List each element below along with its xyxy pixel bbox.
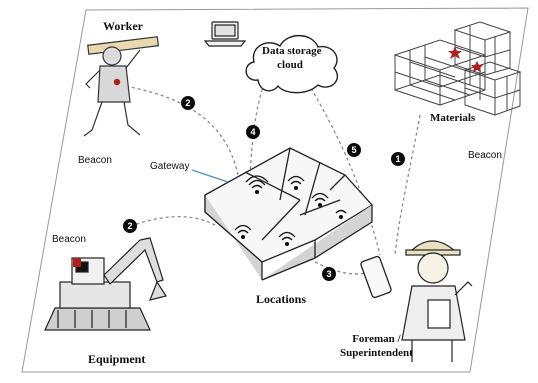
worker-figure bbox=[83, 36, 160, 137]
connector-worker-gateway bbox=[119, 84, 239, 176]
beacon-materials-label: Beacon bbox=[468, 150, 502, 161]
step-badge: 5 bbox=[347, 143, 361, 157]
locations-label: Locations bbox=[256, 292, 307, 306]
star-icon bbox=[448, 46, 462, 59]
step-badge: 3 bbox=[322, 267, 336, 281]
scaffold-frames bbox=[393, 21, 522, 116]
beacon-worker-label: Beacon bbox=[78, 155, 112, 166]
svg-text:5: 5 bbox=[351, 145, 356, 155]
step-badge: 4 bbox=[246, 125, 260, 139]
connector-phone-locations bbox=[314, 261, 371, 275]
worker-label: Worker bbox=[103, 19, 143, 33]
laptop-icon bbox=[203, 21, 247, 47]
foreman-figure bbox=[401, 240, 473, 362]
gateway-label: Gateway bbox=[150, 161, 190, 172]
connector-materials-phone bbox=[394, 114, 421, 256]
step-badge: 1 bbox=[391, 152, 405, 166]
materials-label: Materials bbox=[430, 112, 476, 124]
building-floorplan bbox=[204, 147, 374, 281]
connector-equipment-gateway bbox=[124, 216, 216, 229]
beacon-equipment-label: Beacon bbox=[52, 234, 86, 245]
svg-text:3: 3 bbox=[326, 269, 331, 279]
star-icon bbox=[471, 61, 483, 72]
cloud-label: Data storage cloud bbox=[262, 44, 322, 72]
equipment-label: Equipment bbox=[88, 352, 146, 366]
foreman-label-line2: Superintendent bbox=[340, 347, 413, 359]
cloud-icon bbox=[245, 34, 339, 94]
svg-text:4: 4 bbox=[250, 127, 255, 137]
svg-text:1: 1 bbox=[395, 154, 400, 164]
foreman-label: Foreman / Superintendent bbox=[340, 332, 413, 360]
connector-cloud-phone bbox=[304, 77, 381, 256]
excavator-icon bbox=[44, 237, 167, 331]
svg-text:2: 2 bbox=[127, 221, 132, 231]
step-badge: 2 bbox=[181, 96, 195, 110]
gateway-pointer bbox=[191, 169, 229, 183]
step-badges: 2 4 5 1 2 3 bbox=[123, 96, 405, 281]
svg-text:2: 2 bbox=[185, 98, 190, 108]
cloud-label-line2: cloud bbox=[277, 59, 303, 71]
step-badge: 2 bbox=[123, 219, 137, 233]
cloud-label-line1: Data storage bbox=[262, 45, 322, 57]
smartphone-icon bbox=[360, 255, 392, 299]
wifi-icon bbox=[234, 175, 347, 247]
foreman-label-line1: Foreman / bbox=[352, 333, 401, 345]
